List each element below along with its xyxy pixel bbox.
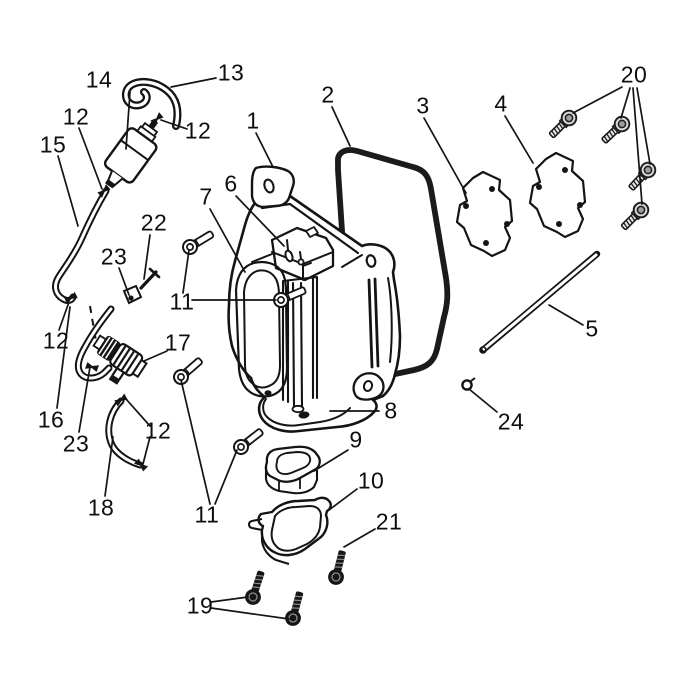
part-4-reed-plate bbox=[528, 151, 587, 239]
part-1-cylinder-head-cover bbox=[227, 165, 402, 433]
part-14-filter bbox=[103, 119, 159, 189]
part-22-clamp-screw bbox=[139, 267, 161, 290]
part-16-hose bbox=[74, 305, 115, 382]
part-15-fuel-hose bbox=[52, 187, 110, 304]
part-13-hook-hose bbox=[121, 77, 182, 130]
part-23-clamp-band bbox=[122, 284, 143, 305]
part-24-clip bbox=[461, 377, 476, 391]
part-17-check-valve bbox=[92, 334, 148, 385]
part-3-reed-plate bbox=[455, 170, 514, 258]
part-10-breather-cover bbox=[247, 496, 332, 566]
dashed-guide-line bbox=[89, 305, 98, 348]
part-21-bolt bbox=[325, 548, 351, 588]
leader-lines bbox=[56, 77, 651, 620]
part-19-bolts bbox=[242, 568, 309, 629]
part-9-breather-block bbox=[264, 445, 321, 495]
part-5-breather-tube bbox=[479, 250, 601, 354]
